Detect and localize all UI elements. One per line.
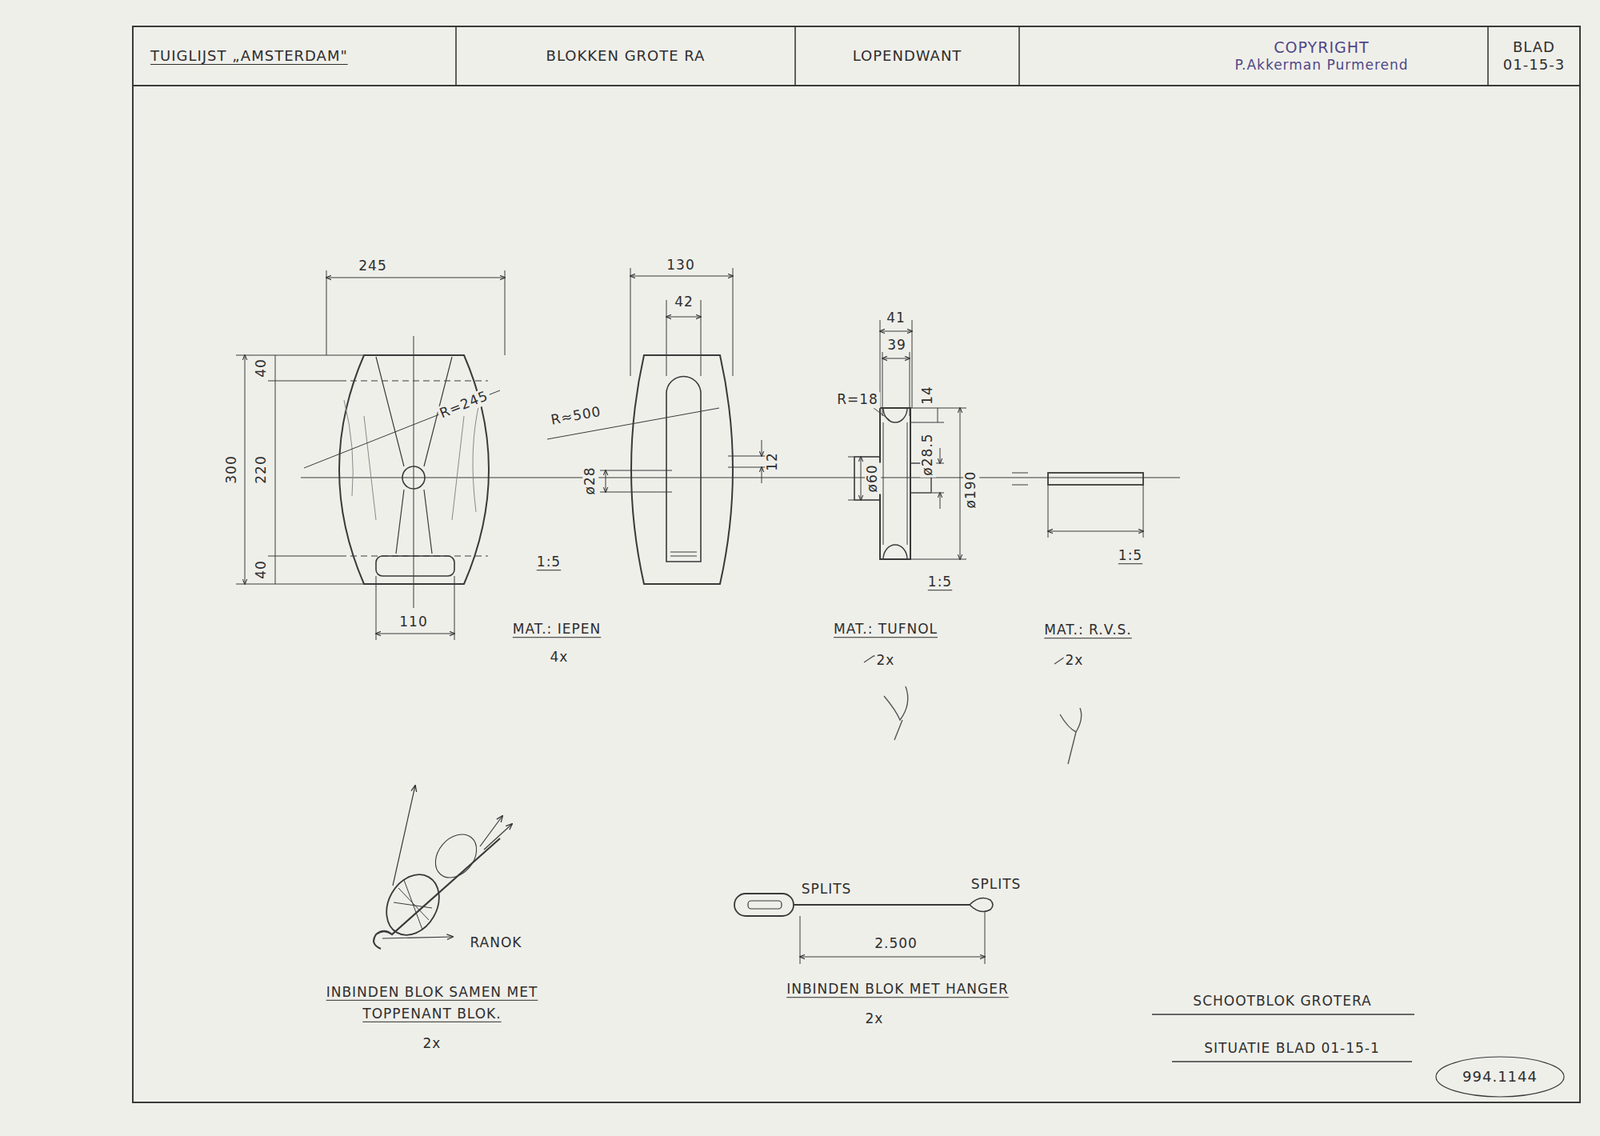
sheet-number: BLAD01-15-3 <box>1488 26 1580 86</box>
note-text: MAT.: TUFNOL <box>832 621 940 638</box>
dimension: R=18 <box>835 392 880 408</box>
dimension: 41 <box>884 310 908 327</box>
note-text: MAT.: R.V.S. <box>1042 622 1134 639</box>
note-text: INBINDEN BLOK SAMEN MET TOPPENANT BLOK. <box>310 981 554 1025</box>
scale-note: 1:5 <box>926 574 954 591</box>
dimension: 42 <box>672 294 696 311</box>
dimension: 39 <box>885 337 908 354</box>
title-text: P.Akkerman Purmerend <box>1234 56 1408 74</box>
dimension: ø60 <box>864 462 881 494</box>
quantity: 2x <box>1064 652 1086 669</box>
dimension: ø190 <box>963 469 980 511</box>
quantity: 2x <box>421 1036 444 1052</box>
dimension: SPLITS <box>800 881 854 898</box>
title-text: BLAD <box>1512 38 1556 57</box>
title-text: TUIGLIJST „AMSTERDAM" <box>150 47 348 66</box>
dimension: 245 <box>356 258 388 275</box>
dimension: 40 <box>253 356 270 380</box>
dimension: 12 <box>764 450 781 473</box>
scale-note: 1:5 <box>535 554 563 571</box>
dimension: 300 <box>224 453 240 485</box>
quantity: 4x <box>548 649 571 666</box>
title-text: BLOKKEN GROTE RA <box>546 47 706 66</box>
dimension: R≈500 <box>548 404 604 429</box>
title-cell: BLOKKEN GROTE RA <box>456 26 796 86</box>
dimension: SPLITS <box>969 876 1024 893</box>
dimension: 130 <box>664 257 696 274</box>
dimension: ø28 <box>582 464 599 496</box>
title-text: LOPENDWANT <box>852 47 963 66</box>
note-text: MAT.: IEPEN <box>511 621 603 638</box>
dimension: 994.1144 <box>1460 1068 1540 1086</box>
quantity: 2x <box>864 1011 886 1028</box>
note-text: SITUATIE BLAD 01-15-1 <box>1202 1040 1381 1057</box>
dimension: 220 <box>253 453 270 485</box>
title-text: 01-15-3 <box>1503 56 1565 75</box>
quantity: 2x <box>875 652 897 669</box>
title-cell: TUIGLIJST „AMSTERDAM" <box>132 26 456 86</box>
title-text: COPYRIGHT <box>1273 38 1369 58</box>
dimension: RANOK <box>468 935 524 952</box>
dimension: 110 <box>397 614 429 631</box>
note-text: INBINDEN BLOK MET HANGER <box>784 981 1011 998</box>
title-cell: LOPENDWANT <box>795 26 1020 86</box>
dimension: ø28.5 <box>920 431 936 477</box>
scale-note: 1:5 <box>1116 548 1144 564</box>
dimension: 40 <box>253 558 270 581</box>
dimension: 14 <box>920 384 936 407</box>
copyright-stamp: COPYRIGHTP.Akkerman Purmerend <box>1019 26 1488 86</box>
dimension: 2.500 <box>872 936 920 952</box>
note-text: SCHOOTBLOK GROTERA <box>1191 993 1373 1010</box>
